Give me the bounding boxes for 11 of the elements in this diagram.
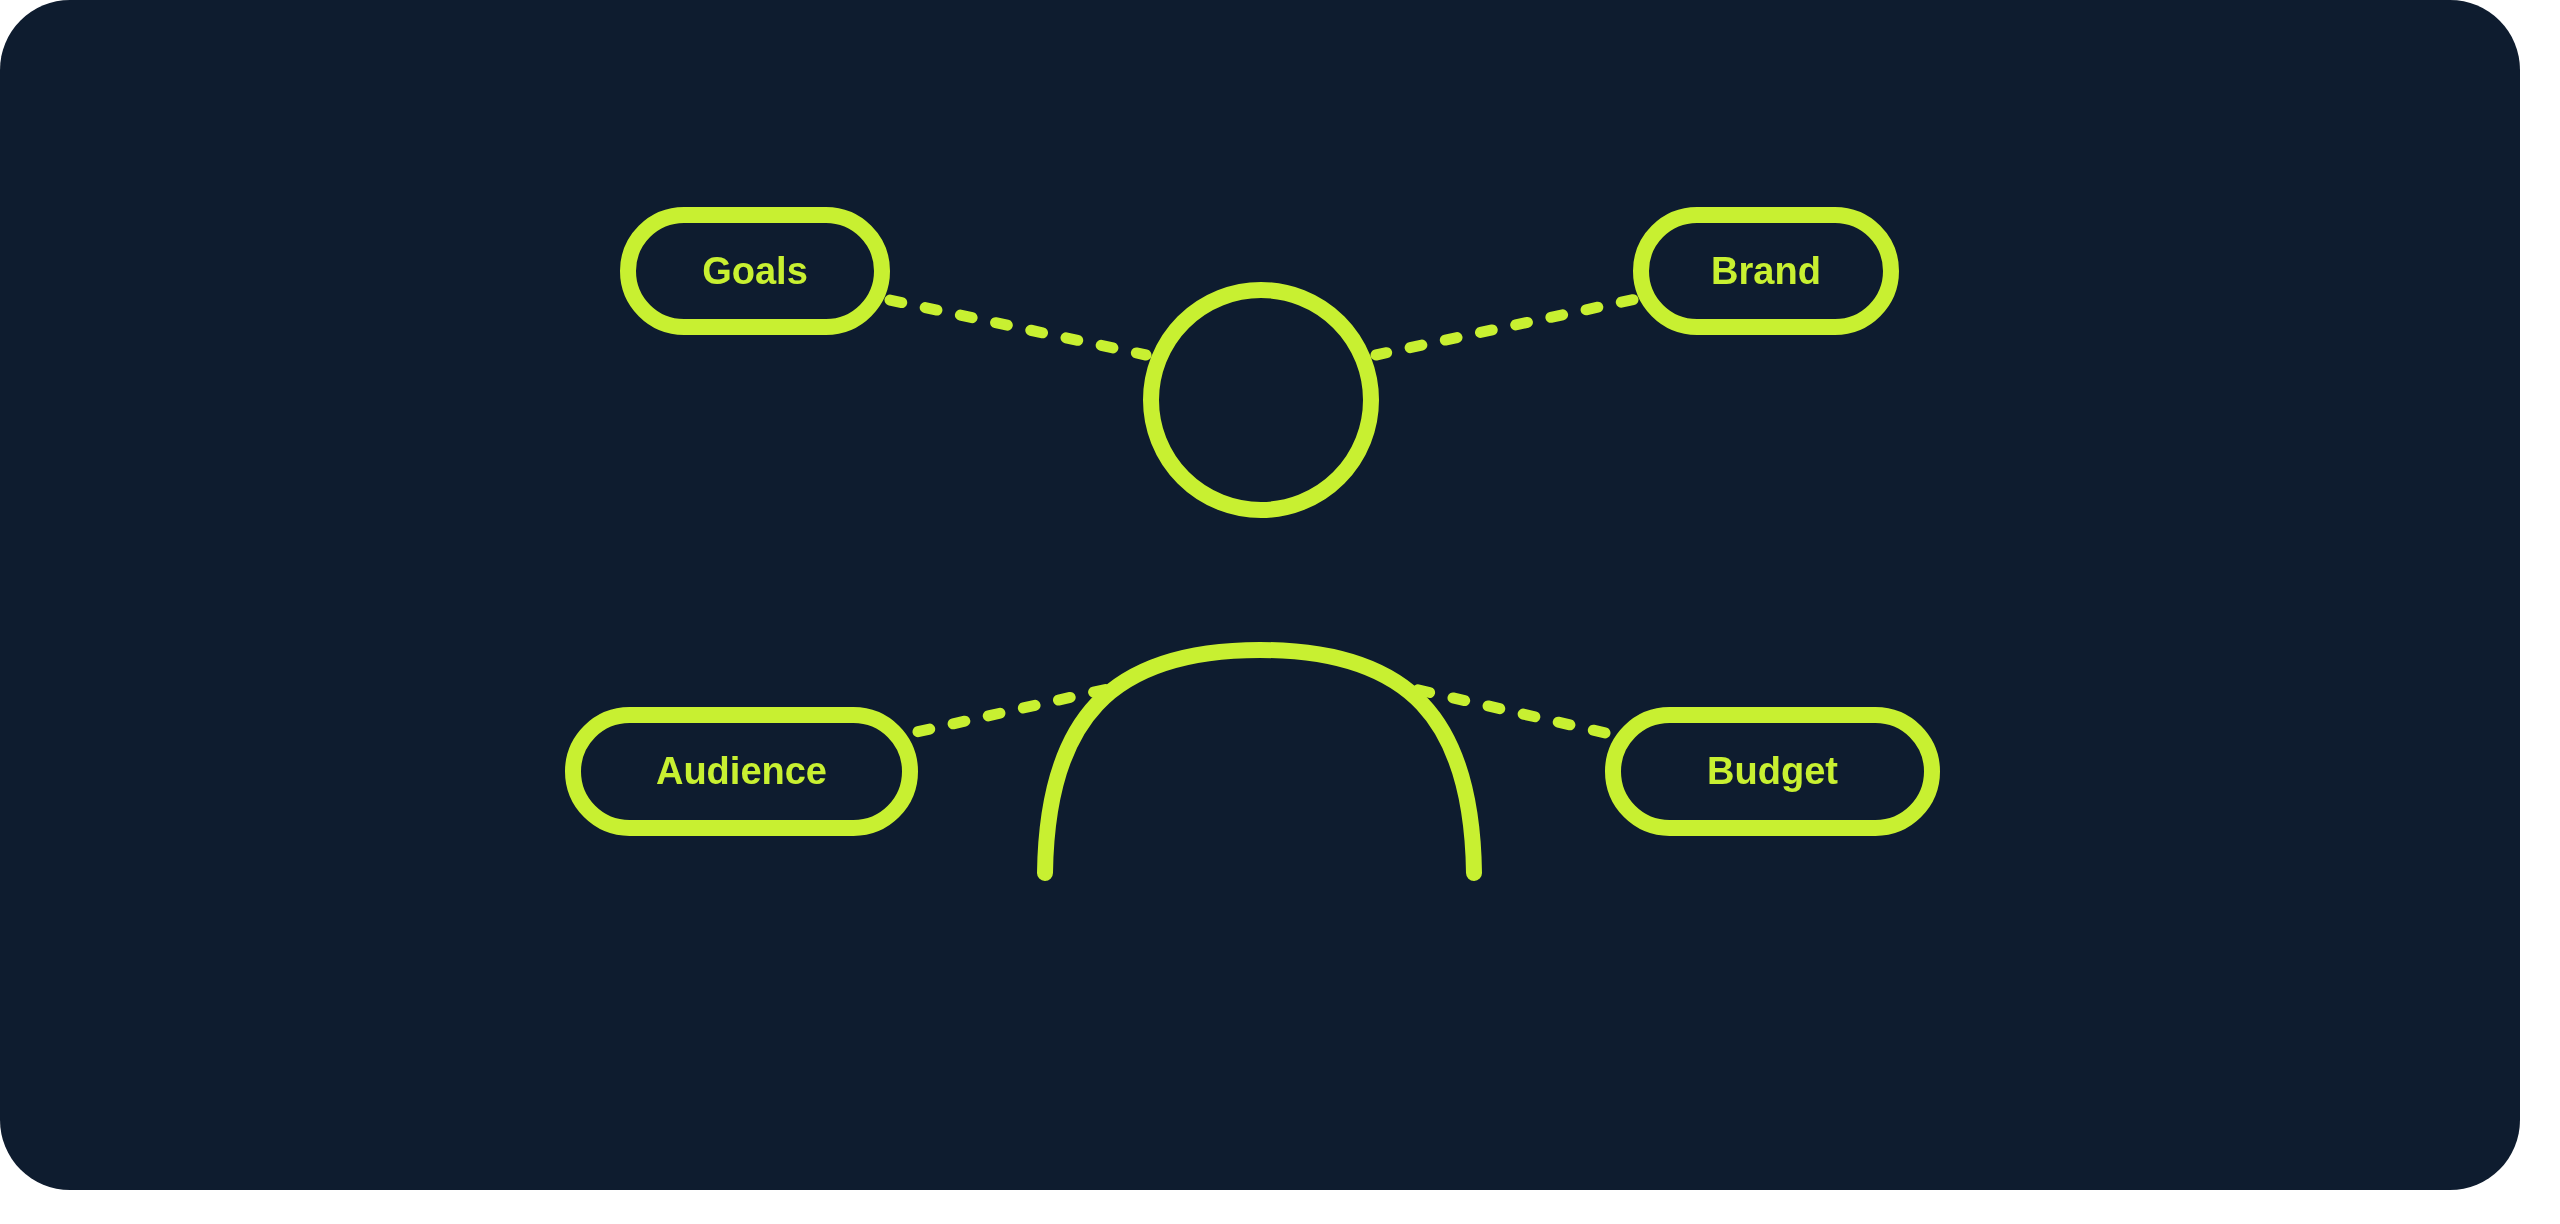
- person-drawing: [1037, 282, 1482, 881]
- node-label: Brand: [1711, 249, 1821, 293]
- pill-node: [1605, 707, 1940, 836]
- pill-node: [620, 207, 890, 335]
- node-label: Audience: [655, 750, 827, 793]
- node-label: Budget: [1707, 750, 1838, 793]
- dotted-connector: [884, 294, 1152, 361]
- pill-node: [565, 707, 918, 836]
- dotted-connector: [1370, 294, 1639, 361]
- node-label: Goals: [702, 249, 808, 293]
- pill-node: [1633, 207, 1899, 335]
